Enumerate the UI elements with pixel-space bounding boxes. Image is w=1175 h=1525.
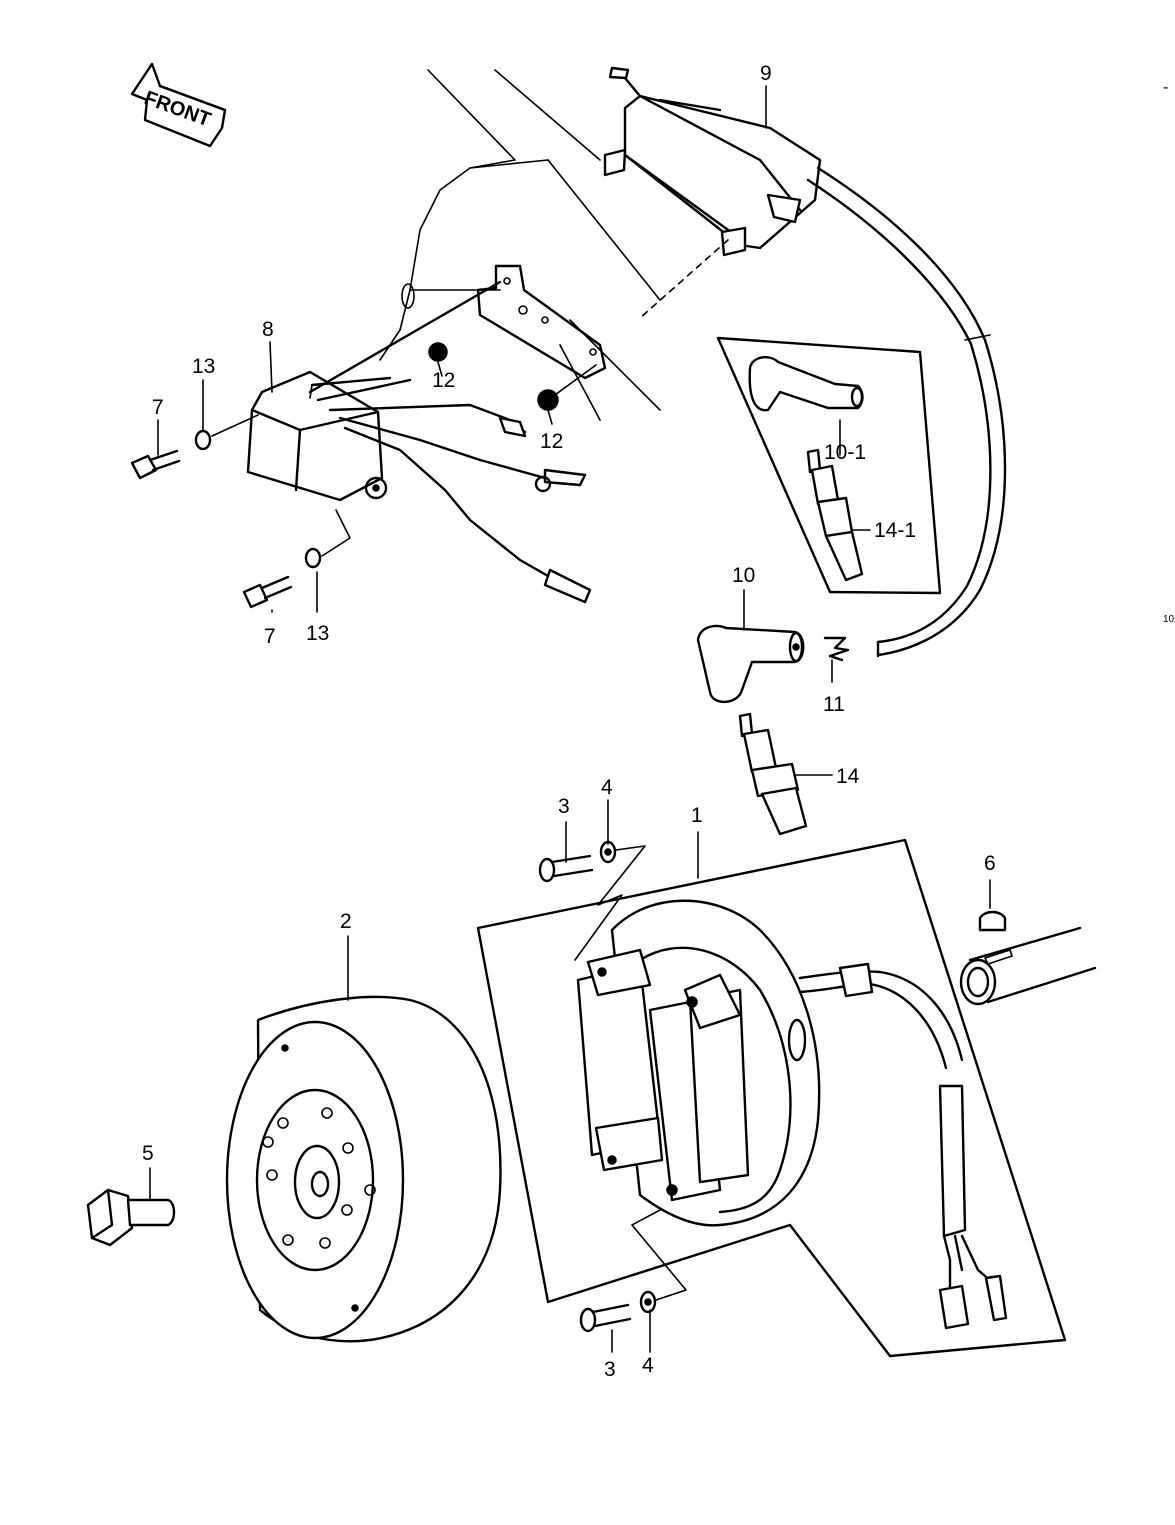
callout-13-upper: 13 bbox=[192, 355, 215, 378]
plug-cap-10-1 bbox=[748, 356, 864, 412]
cdi-wiring bbox=[308, 280, 592, 604]
front-arrow-icon: FRONT bbox=[130, 62, 227, 148]
callout-3-lower: 3 bbox=[604, 1358, 616, 1381]
stator-coil-left bbox=[576, 948, 664, 1172]
spring-clip-11 bbox=[823, 636, 850, 683]
nut-12-upper bbox=[428, 342, 448, 377]
stator-box bbox=[476, 831, 1067, 1358]
screw-3-upper bbox=[538, 854, 594, 883]
callout-7-lower: 7 bbox=[264, 625, 276, 648]
callout-9: 9 bbox=[760, 62, 772, 85]
frame-outline bbox=[379, 69, 661, 421]
cdi-unit bbox=[246, 370, 388, 502]
edge-mark-right: 10 bbox=[1163, 614, 1175, 625]
callout-5: 5 bbox=[142, 1142, 154, 1165]
callout-14: 14 bbox=[836, 765, 860, 788]
callout-6: 6 bbox=[984, 852, 996, 875]
crankshaft-end bbox=[959, 926, 1097, 1006]
callout-2: 2 bbox=[340, 910, 352, 933]
stator-harness bbox=[798, 962, 1008, 1330]
callout-10: 10 bbox=[732, 564, 755, 587]
spark-plug-14 bbox=[738, 712, 833, 836]
screw-3-lower bbox=[579, 1303, 632, 1333]
callout-14-1: 14-1 bbox=[874, 519, 916, 542]
callout-12-lower: 12 bbox=[540, 430, 563, 453]
washer-13-lower bbox=[304, 509, 351, 569]
nut-12-lower bbox=[537, 364, 597, 425]
bolt-7-lower bbox=[242, 575, 293, 609]
callout-3-upper: 3 bbox=[558, 795, 570, 818]
leader-lines bbox=[157, 85, 841, 1353]
flywheel-rotor bbox=[225, 995, 502, 1343]
washer-13-upper bbox=[194, 414, 259, 451]
callout-13-lower: 13 bbox=[306, 622, 329, 645]
washer-4-upper bbox=[574, 840, 646, 961]
edge-mark-top-right: - bbox=[1163, 79, 1168, 96]
plug-cap-10 bbox=[696, 624, 805, 704]
bolt-5 bbox=[86, 1167, 176, 1247]
callout-8: 8 bbox=[262, 318, 274, 341]
callout-11: 11 bbox=[823, 693, 845, 716]
high-tension-lead bbox=[639, 166, 1007, 658]
ignition-coil bbox=[603, 66, 822, 257]
callouts: 9 8 13 7 12 12 7 13 10-1 14-1 10 11 14 3… bbox=[142, 62, 1175, 1381]
callout-4-lower: 4 bbox=[642, 1354, 654, 1377]
callout-1: 1 bbox=[691, 804, 703, 827]
woodruff-key-6 bbox=[978, 879, 1007, 932]
bolt-7-upper bbox=[130, 449, 181, 480]
inset-box bbox=[716, 336, 942, 595]
callout-7-upper: 7 bbox=[152, 396, 164, 419]
callout-10-1: 10-1 bbox=[824, 441, 866, 464]
callout-12-upper: 12 bbox=[432, 369, 455, 392]
callout-4-upper: 4 bbox=[601, 776, 613, 799]
spark-plug-14-1 bbox=[806, 448, 871, 582]
washer-4-lower bbox=[631, 1209, 687, 1314]
stator-coil-right bbox=[648, 973, 750, 1202]
